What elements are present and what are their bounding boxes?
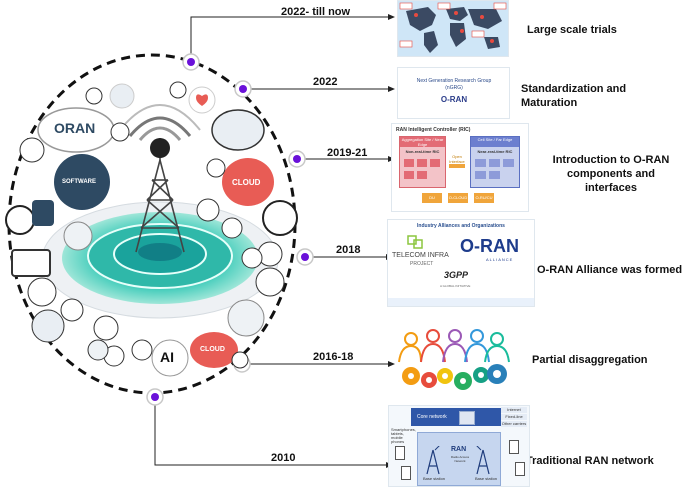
ric-right-body: Near-real-time RIC [477,149,513,154]
ric-mid: Open Interface [449,154,465,164]
phone-icon-4 [515,462,525,476]
year-label-2022-now: 2022- till now [281,6,351,18]
alliance-oran-sub: ALLIANCE [486,257,514,262]
tip-logo-icon [407,235,423,249]
hub-ai-label: AI [160,349,174,365]
thumb-gears [398,329,510,390]
timeline-nodes [146,53,314,406]
world-map-icon [398,1,508,56]
phone-icon-2 [401,466,411,480]
hub-cloud-label: CLOUD [232,178,261,187]
hub-cloud2-label: CLOUD [200,346,225,353]
thumb-ngrg: Next Generation Research Group (nGRG) O-… [397,67,510,119]
ran-label: RAN [451,446,467,453]
ric-box-ocloud: O-CLOUD [448,193,468,203]
ran-core-box [411,408,501,426]
ngrg-oran-logo: O-RAN [440,95,468,104]
alliance-oran-logo: O-RAN [460,236,519,256]
hub-illustration [5,81,298,377]
ngrg-title: Next Generation Research Group [416,78,492,84]
hub-software-label: SOFTWARE [62,179,96,185]
desc-oran-alliance: O-RAN Alliance was formed [537,264,683,276]
thumb-alliances: Industry Alliances and Organizations TEL… [387,219,535,307]
phone-icon-3 [509,440,519,454]
year-label-2016-18: 2016-18 [313,351,354,363]
desc-standardization: Standardization and Maturation [521,83,627,109]
ric-right-box: Cell Site / Far Edge Near-real-time RIC [470,136,520,188]
ngrg-subtitle: (nGRG) [445,85,463,91]
desc-partial-disaggregation: Partial disaggregation [532,354,648,366]
desc-traditional-ran: Traditional RAN network [526,455,654,467]
gpp-logo: 3GPP [444,270,469,280]
year-label-2022: 2022 [313,76,338,88]
tower-icons [426,446,490,475]
hub-bubbles [5,81,298,377]
ric-left-head: Aggregation Site / Near Edge [400,137,445,147]
ran-carriers: Other carriers [501,421,527,427]
ric-box-oru: O-RU/CU [474,193,494,203]
ran-bs2: Base station [475,476,498,481]
ric-arrow-icon [449,164,465,168]
ric-left-body: Non-real-time RIC [405,149,440,154]
year-label-2019-21: 2019-21 [327,147,368,159]
ran-bs1: Base station [423,476,446,481]
tower-icon [135,138,185,253]
ric-left-box: Aggregation Site / Near Edge Non-real-ti… [399,136,446,188]
gpp-sub: A GLOBAL INITIATIVE [440,284,471,288]
tip-line2: PROJECT [410,261,434,267]
ran-devices: Smartphones, tablets, mobile phones [391,427,416,444]
desc-introduction-oran: Introduction to O-RAN components and int… [552,154,670,194]
gears-icon [402,364,507,390]
ric-right-head: Cell Site / Far Edge [471,137,519,147]
connector-2022-now [190,16,388,62]
ran-internet: Internet [501,407,527,413]
ric-box-du: DU [422,193,442,203]
thumb-ric: RAN Intelligent Controller (RIC) Aggrega… [391,123,529,212]
people-icon [398,329,510,363]
hub-oran-label: ORAN [54,120,96,136]
ran-core-label: Core network [417,414,447,420]
ric-title: RAN Intelligent Controller (RIC) [396,127,471,133]
alliance-title: Industry Alliances and Organizations [417,223,505,229]
year-label-2018: 2018 [336,244,361,256]
desc-large-scale-trials: Large scale trials [527,24,617,36]
tip-line1: TELECOM INFRA [392,252,449,259]
antenna-ball [150,138,170,158]
year-label-2010: 2010 [271,452,296,464]
thumb-traditional-ran: Core network Internet Fixed-line Other c… [388,405,530,487]
server-icon [459,411,475,425]
ran-fixed: Fixed-line [501,414,527,420]
thumb-world-map [397,0,509,57]
ran-sub: Radio Access Network [450,455,470,463]
phone-icon-1 [395,446,405,460]
connector-2010 [154,397,386,466]
